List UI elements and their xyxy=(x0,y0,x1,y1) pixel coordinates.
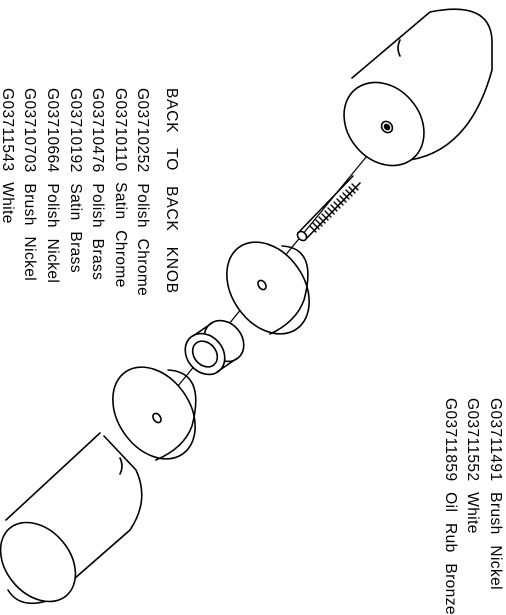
bottom-knob-icon xyxy=(0,432,143,605)
top-knob-icon xyxy=(343,8,493,167)
threaded-spindle-icon xyxy=(296,175,361,242)
lower-rose-plate-icon xyxy=(112,366,197,461)
exploded-knob-illustration xyxy=(0,8,493,605)
spacer-collar-icon xyxy=(184,319,245,376)
upper-rose-plate-icon xyxy=(226,241,310,335)
knob-diagram-sheet: BACK TO BACK KNOB G03710252 Polish Chrom… xyxy=(0,8,504,615)
